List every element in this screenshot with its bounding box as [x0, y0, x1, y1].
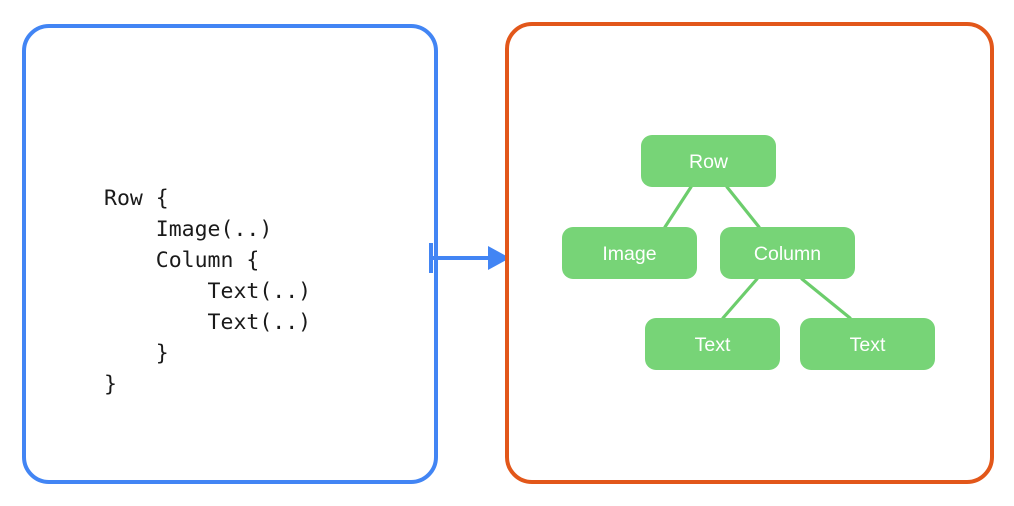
tree-node-row-label: Row [689, 151, 729, 173]
tree-edge-column-to-text2 [800, 277, 852, 320]
tree-node-image-shape [562, 227, 697, 279]
tree-node-image[interactable]: Image [562, 227, 697, 279]
arrow-head [488, 246, 510, 270]
tree-node-text1[interactable]: Text [645, 318, 780, 370]
tree-node-row[interactable]: Row [641, 135, 776, 187]
tree-node-text2[interactable]: Text [800, 318, 935, 370]
tree-edge-column-to-text1 [721, 277, 759, 320]
tree-node-text2-label: Text [850, 334, 886, 356]
tree-edge-group [663, 185, 852, 320]
tree-node-image-label: Image [602, 243, 656, 265]
composable-code-snippet: Row { Image(..) Column { Text(..) Text(.… [104, 186, 312, 397]
code-panel: Row { Image(..) Column { Text(..) Text(.… [22, 24, 438, 484]
tree-node-column-label: Column [754, 243, 821, 265]
tree-node-column[interactable]: Column [720, 227, 855, 279]
tree-node-row-shape [641, 135, 776, 187]
arrow-shaft-and-head [429, 243, 510, 273]
tree-node-text1-shape [645, 318, 780, 370]
compiles-to-arrow [429, 243, 510, 273]
tree-edge-row-to-image [663, 185, 693, 229]
tree-node-column-shape [720, 227, 855, 279]
tree-edge-row-to-column [725, 185, 761, 229]
tree-node-text2-shape [800, 318, 935, 370]
tree-node-text1-label: Text [695, 334, 731, 356]
